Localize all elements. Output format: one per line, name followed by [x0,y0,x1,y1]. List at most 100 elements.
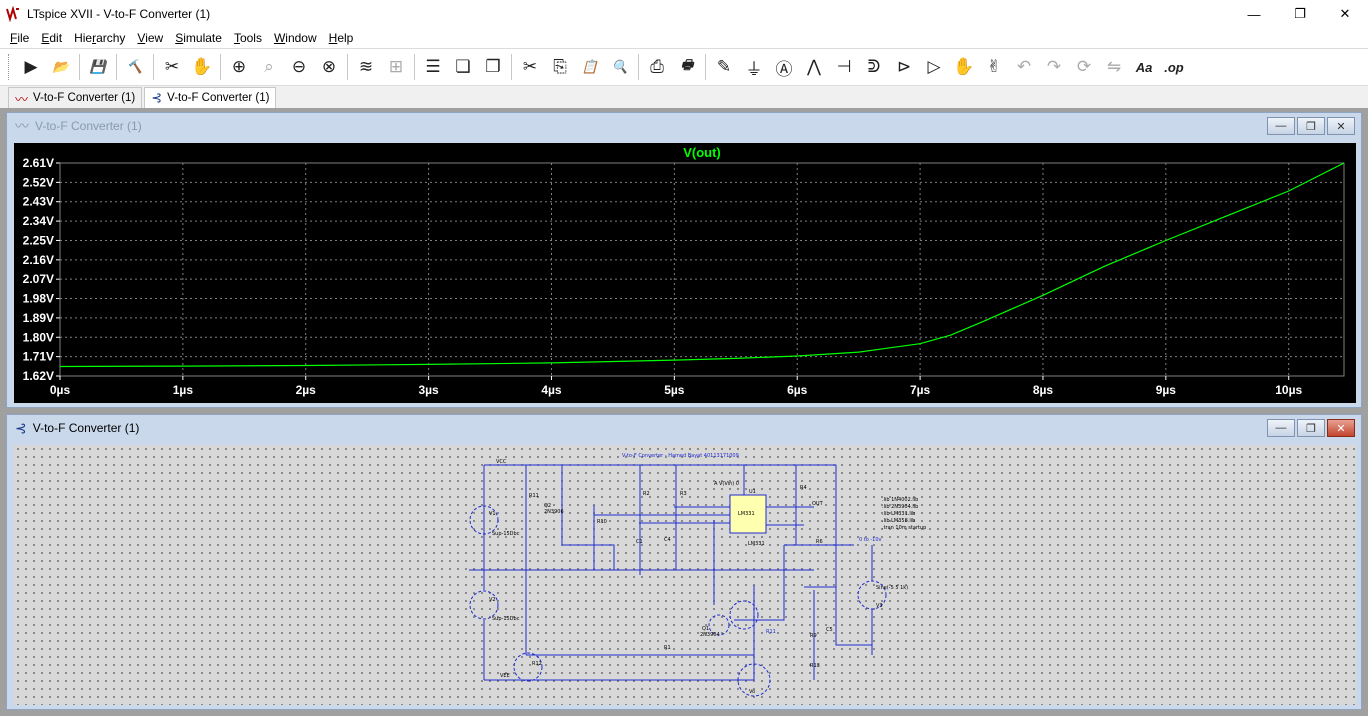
halt-icon: ✂ [164,57,180,76]
wire-button[interactable]: ✎ [709,52,739,82]
spice-directive-line: .lib LM358.lib [882,518,915,524]
run-icon: ▶ [24,57,38,76]
toolbar-separator [511,54,512,80]
plot-maximize-button[interactable]: ❐ [1297,117,1325,135]
drag-button[interactable]: ✌ [979,52,1009,82]
control-panel-button[interactable]: 🔨 [120,52,150,82]
pan-button[interactable]: ✋ [187,52,217,82]
undo-button[interactable]: ↶ [1009,52,1039,82]
spice-directive-button[interactable]: .op [1159,52,1189,82]
print-button[interactable]: 🖶 [672,52,702,82]
menu-window[interactable]: Window [268,28,323,48]
menu-label-part: indow [285,31,317,45]
y-tick-label: 1.89V [23,311,54,325]
y-tick-label: 2.16V [23,253,54,267]
close-button[interactable]: ✕ [1322,0,1368,28]
x-tick-label: 5µs [664,383,685,397]
plot-window-title: V-to-F Converter (1) [35,119,142,133]
run-button[interactable]: ▶ [16,52,46,82]
menu-simulate[interactable]: Simulate [169,28,228,48]
spice-directives[interactable]: .lib 1N4002.lib.lib 2N3904.lib.lib LM331… [882,497,926,531]
menu-accelerator-key: S [175,31,184,45]
plot-window-title-bar[interactable]: 〰 V-to-F Converter (1) [7,113,1361,139]
open-icon: 📂 [52,59,70,74]
paste-button[interactable]: 📋 [575,52,605,82]
menu-file[interactable]: File [4,28,35,48]
grid-button[interactable]: ⊞ [381,52,411,82]
v2-label: V2 [489,597,496,603]
tab-schematic[interactable]: ⊰V-to-F Converter (1) [144,87,277,108]
mirror-button[interactable]: ⇋ [1099,52,1129,82]
menu-view[interactable]: View [131,28,169,48]
toolbar-grip[interactable] [8,54,12,80]
maximize-button[interactable]: ❐ [1277,0,1323,28]
tile-vertical-button[interactable]: ❐ [478,52,508,82]
waveform-icon: 〰 [15,91,29,107]
move-button[interactable]: ✋ [949,52,979,82]
menu-accelerator-key: F [10,31,18,45]
drag-icon: ✌ [986,57,1002,76]
tab-waveform[interactable]: 〰V-to-F Converter (1) [8,87,143,108]
tile-horizontal-button[interactable]: ☰ [418,52,448,82]
zoom-fit-button[interactable]: ⊗ [314,52,344,82]
schematic-window-title-bar[interactable]: ⊰ V-to-F Converter (1) [7,415,1361,441]
menu-hierarchy[interactable]: Hierarchy [68,28,131,48]
spice-directive-line: .lib LM331.lib [882,511,915,517]
halt-button[interactable]: ✂ [157,52,187,82]
zoom-in-button[interactable]: ⊕ [224,52,254,82]
x-tick-label: 0µs [50,383,71,397]
cascade-button[interactable]: ❏ [448,52,478,82]
plot-minimize-button[interactable]: — [1267,117,1295,135]
cut-button[interactable]: ✂ [515,52,545,82]
ground-button[interactable]: ⏚ [739,52,769,82]
diode-button[interactable]: ⊳ [889,52,919,82]
menu-accelerator-key: E [41,31,50,45]
redo-button[interactable]: ↷ [1039,52,1069,82]
c1-label: C1 [636,539,643,545]
copy-button[interactable]: ⎘ [545,52,575,82]
r1-label: R1 [664,645,671,651]
document-tab-bar: 〰V-to-F Converter (1)⊰V-to-F Converter (… [0,86,1368,108]
cut-icon: ✂ [522,57,538,76]
vout-expr-label: A V(Vin) 0 [714,481,739,487]
save-button[interactable]: 💾 [83,52,113,82]
grid-icon: ⊞ [388,57,404,76]
plot-close-button[interactable]: ✕ [1327,117,1355,135]
menu-tools[interactable]: Tools [228,28,268,48]
x-tick-label: 3µs [418,383,439,397]
zoom-out-button[interactable]: ⊖ [284,52,314,82]
capacitor-button[interactable]: ⊣ [829,52,859,82]
text-button[interactable]: Aa [1129,52,1159,82]
print-setup-button[interactable]: ⎙ [642,52,672,82]
schematic-drawing[interactable]: V-to-F Converter - Hamed Bayat 401131710… [14,445,1356,705]
schematic-minimize-button[interactable]: — [1267,419,1295,437]
open-button[interactable]: 📂 [46,52,76,82]
schematic-window[interactable]: ⊰ V-to-F Converter (1) — ❐ ✕ [6,414,1362,710]
minimize-button[interactable]: — [1231,0,1277,28]
minimize-icon: — [1275,120,1287,132]
component-button[interactable]: ▷ [919,52,949,82]
resistor-button[interactable]: ⋀ [799,52,829,82]
window-title-bar[interactable]: LTspice XVII - V-to-F Converter (1) — ❐ … [0,0,1368,28]
zoom-area-button[interactable]: ⌕ [254,52,284,82]
find-button[interactable]: 🔍 [605,52,635,82]
redo-icon: ↷ [1046,57,1062,76]
close-icon: ✕ [1336,422,1346,435]
rotate-button[interactable]: ⟳ [1069,52,1099,82]
schematic-close-button[interactable]: ✕ [1327,419,1355,437]
toolbar-separator [347,54,348,80]
menu-help[interactable]: Help [323,28,360,48]
menu-edit[interactable]: Edit [35,28,68,48]
net-label-vin: 0 to -10v [859,537,882,543]
inductor-button[interactable]: ᕲ [859,52,889,82]
label-net-button[interactable]: Ⓐ [769,52,799,82]
series-line-vout [59,162,1345,368]
schematic-canvas[interactable]: V-to-F Converter - Hamed Bayat 401131710… [14,445,1356,705]
schematic-maximize-button[interactable]: ❐ [1297,419,1325,437]
autorange-button[interactable]: ≋ [351,52,381,82]
waveform-chart[interactable]: 1.62V1.71V1.80V1.89V1.98V2.07V2.16V2.25V… [14,143,1356,403]
